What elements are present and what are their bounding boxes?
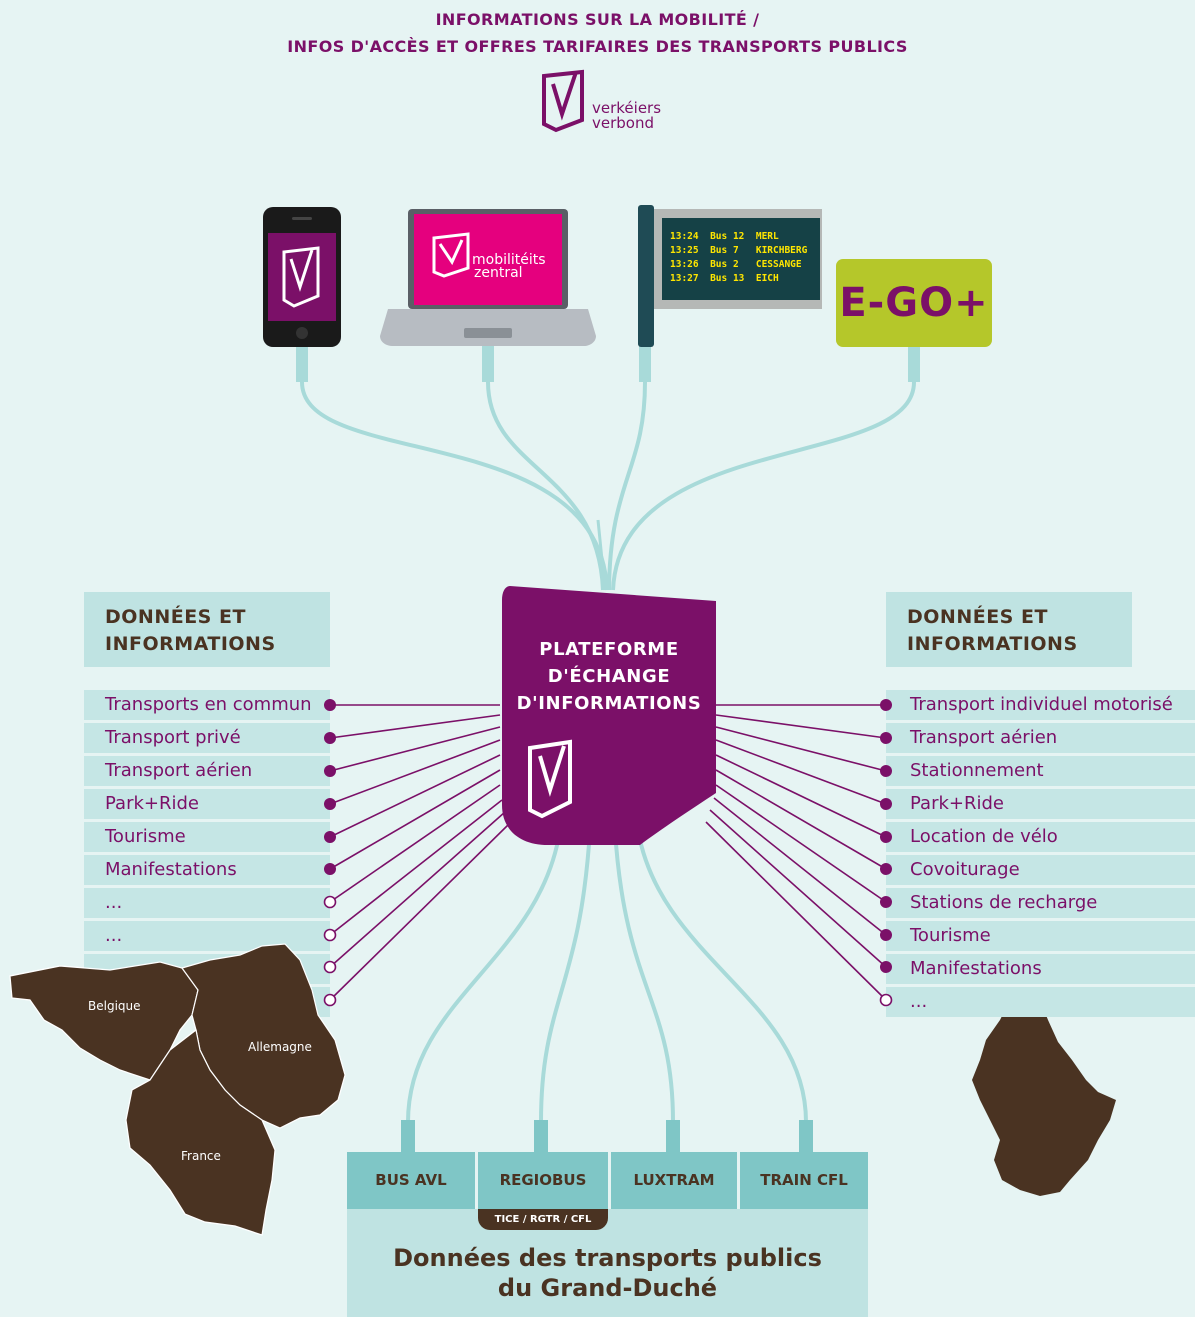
list-item: ... xyxy=(84,921,330,951)
page-title: INFORMATIONS SUR LA MOBILITÉ / INFOS D'A… xyxy=(0,6,1195,60)
list-item: Transports en commun xyxy=(84,690,330,720)
right-header-line2: INFORMATIONS xyxy=(907,633,1078,655)
platform-label: PLATEFORME D'ÉCHANGE D'INFORMATIONS xyxy=(498,636,720,717)
page-title-line2: INFOS D'ACCÈS ET OFFRES TARIFAIRES DES T… xyxy=(287,37,908,56)
platform-shape xyxy=(502,586,716,845)
verkeiersverbond-logo-icon xyxy=(542,69,584,133)
list-item: Stations de recharge xyxy=(886,888,1195,918)
list-item: Tourisme xyxy=(886,921,1195,951)
pt-label-line1: Données des transports publics xyxy=(393,1244,822,1272)
list-item: Manifestations xyxy=(84,855,330,885)
board-row: 13:26 Bus 2 CESSANGE xyxy=(670,259,802,270)
right-panel-list: Transport individuel motorisé Transport … xyxy=(886,690,1195,1017)
regiobus-sub-badge: TICE / RGTR / CFL xyxy=(478,1209,608,1230)
operator-regiobus: REGIOBUS xyxy=(478,1152,608,1209)
pt-label-line2: du Grand-Duché xyxy=(497,1274,718,1302)
platform-logo-icon xyxy=(528,739,572,819)
list-item: Stationnement xyxy=(886,756,1195,786)
upper-cables xyxy=(300,381,916,591)
laptop-icon xyxy=(380,209,596,346)
mz-line2: zentral xyxy=(474,265,523,281)
logo-line2: verbond xyxy=(592,114,654,132)
public-transport-label: Données des transports publics du Grand-… xyxy=(347,1243,868,1303)
list-item: Transport aérien xyxy=(886,723,1195,753)
list-item: Transport individuel motorisé xyxy=(886,690,1195,720)
left-header-line2: INFORMATIONS xyxy=(105,633,276,655)
list-item: ... xyxy=(84,954,330,984)
mz-line1: mobilitéits xyxy=(472,252,546,268)
right-spokes xyxy=(705,704,887,1001)
bottom-plugs xyxy=(401,1120,813,1154)
list-item: Manifestations xyxy=(886,954,1195,984)
platform-line2: D'ÉCHANGE xyxy=(547,666,671,687)
left-header-line1: DONNÉES ET xyxy=(105,606,246,628)
smartphone-icon xyxy=(263,207,341,347)
platform-line1: PLATEFORME xyxy=(539,639,679,660)
logo-line1: verkéiers xyxy=(592,99,662,117)
list-item: Tourisme xyxy=(84,822,330,852)
lower-cables xyxy=(406,829,808,1123)
board-row: 13:27 Bus 13 EICH xyxy=(670,273,779,284)
board-row: 13:25 Bus 7 KIRCHBERG xyxy=(670,245,808,256)
left-panel-list: Transports en commun Transport privé Tra… xyxy=(84,690,330,1017)
list-item: Location de vélo xyxy=(886,822,1195,852)
list-item: Park+Ride xyxy=(886,789,1195,819)
list-item: Covoiturage xyxy=(886,855,1195,885)
display-board-icon xyxy=(638,205,822,347)
board-row: 13:24 Bus 12 MERL xyxy=(670,231,779,242)
list-item: Transport privé xyxy=(84,723,330,753)
country-label-belgium: Belgique xyxy=(88,999,141,1013)
country-label-france: France xyxy=(181,1149,221,1163)
list-item: ... xyxy=(84,888,330,918)
list-item: Transport aérien xyxy=(84,756,330,786)
operator-train-cfl: TRAIN CFL xyxy=(740,1152,868,1209)
luxembourg-map-icon xyxy=(972,992,1116,1196)
country-label-germany: Allemagne xyxy=(248,1040,312,1054)
public-transport-data-box xyxy=(347,1209,868,1317)
ego-card-icon xyxy=(836,259,992,347)
top-plugs xyxy=(296,346,920,382)
list-item: Park+Ride xyxy=(84,789,330,819)
operator-luxtram: LUXTRAM xyxy=(611,1152,737,1209)
left-spokes xyxy=(329,704,509,1001)
verkeiersverbond-logo-text: verkéiers verbond xyxy=(592,101,661,131)
right-panel-header: DONNÉES ET INFORMATIONS xyxy=(886,592,1132,667)
list-item: ... xyxy=(886,987,1195,1017)
right-header-line1: DONNÉES ET xyxy=(907,606,1048,628)
page-title-line1: INFORMATIONS SUR LA MOBILITÉ / xyxy=(435,10,760,29)
departure-board-rows: 13:24 Bus 12 MERL 13:25 Bus 7 KIRCHBERG … xyxy=(670,230,807,286)
ego-label: E-GO+ xyxy=(839,280,989,326)
left-panel-header: DONNÉES ET INFORMATIONS xyxy=(84,592,330,667)
platform-line3: D'INFORMATIONS xyxy=(516,693,702,714)
mobiliteitszentral-label: mobilitéits zentral xyxy=(472,252,546,281)
operator-bus-avl: BUS AVL xyxy=(347,1152,475,1209)
